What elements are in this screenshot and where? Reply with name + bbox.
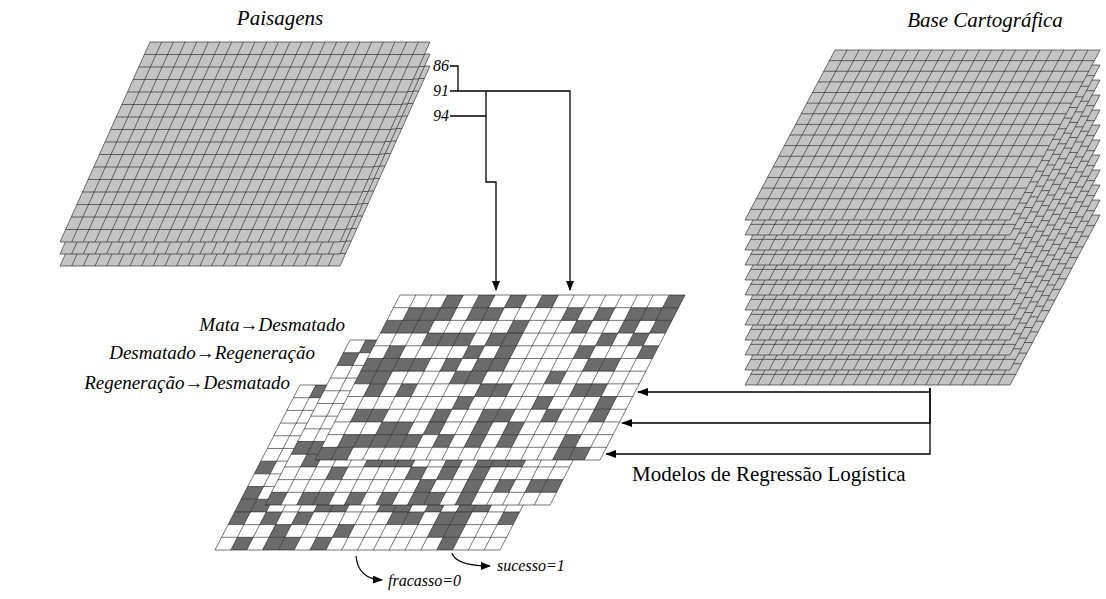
grid-group xyxy=(60,42,430,266)
leader-arrow xyxy=(356,556,382,580)
year-label: 86 xyxy=(433,57,449,75)
leader-arrow xyxy=(452,553,490,566)
grid-lines xyxy=(745,50,1100,220)
map-stack: Paisagens xyxy=(55,2,450,277)
stack-heading: Base Cartográfica xyxy=(907,8,1063,32)
year-arrow xyxy=(450,91,570,290)
grid-stack xyxy=(55,2,450,277)
outcome-label: fracasso=0 xyxy=(388,572,461,590)
grid-sheet xyxy=(315,295,685,460)
stack-heading: Paisagens xyxy=(237,6,323,30)
year-bracket xyxy=(450,91,486,116)
year-bracket xyxy=(450,66,458,91)
grid-sheet xyxy=(60,42,430,242)
map-stack: Mata→DesmatadoDesmatado→RegeneraçãoRegen… xyxy=(5,290,695,565)
connector-arrow xyxy=(606,388,930,454)
year-label: 91 xyxy=(433,82,449,100)
connector-arrow xyxy=(622,388,930,423)
grid-stack xyxy=(5,290,695,565)
grid-group xyxy=(745,50,1100,385)
grid-sheet xyxy=(745,50,1100,220)
outcome-label: sucesso=1 xyxy=(497,557,565,575)
connector-arrow xyxy=(638,388,930,392)
layer-label: Regeneração→Desmatado xyxy=(84,372,290,394)
grid-lines xyxy=(315,295,685,460)
year-label: 94 xyxy=(433,107,449,125)
layer-label: Mata→Desmatado xyxy=(199,314,345,336)
grid-lines xyxy=(60,42,430,242)
year-arrow xyxy=(486,116,496,290)
layer-label: Desmatado→Regeneração xyxy=(109,342,315,364)
edge-label: Modelos de Regressão Logística xyxy=(632,462,906,486)
grid-stack xyxy=(740,2,1102,388)
map-stack: Base Cartográfica xyxy=(740,2,1102,388)
